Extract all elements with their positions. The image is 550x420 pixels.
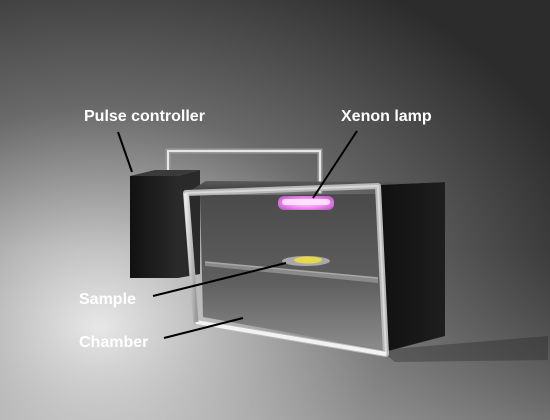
xenon-lamp-leader [312, 130, 358, 199]
chamber-right-side [378, 182, 445, 352]
chamber-shadow [380, 336, 548, 362]
connecting-cable [165, 148, 323, 195]
sample-leader [152, 262, 287, 297]
pulse-controller-leader [117, 131, 133, 173]
chamber-frame [183, 183, 389, 357]
xenon-lamp-label: Xenon lamp [341, 108, 432, 125]
xenon-lamp [278, 196, 334, 210]
sample-label: Sample [79, 291, 136, 308]
sample-dish [282, 256, 330, 266]
chamber-label: Chamber [79, 334, 148, 351]
pulse-controller-label: Pulse controller [84, 108, 205, 125]
leader-lines [117, 130, 358, 339]
chamber-leader [163, 317, 244, 339]
sample-shelf [204, 261, 379, 283]
